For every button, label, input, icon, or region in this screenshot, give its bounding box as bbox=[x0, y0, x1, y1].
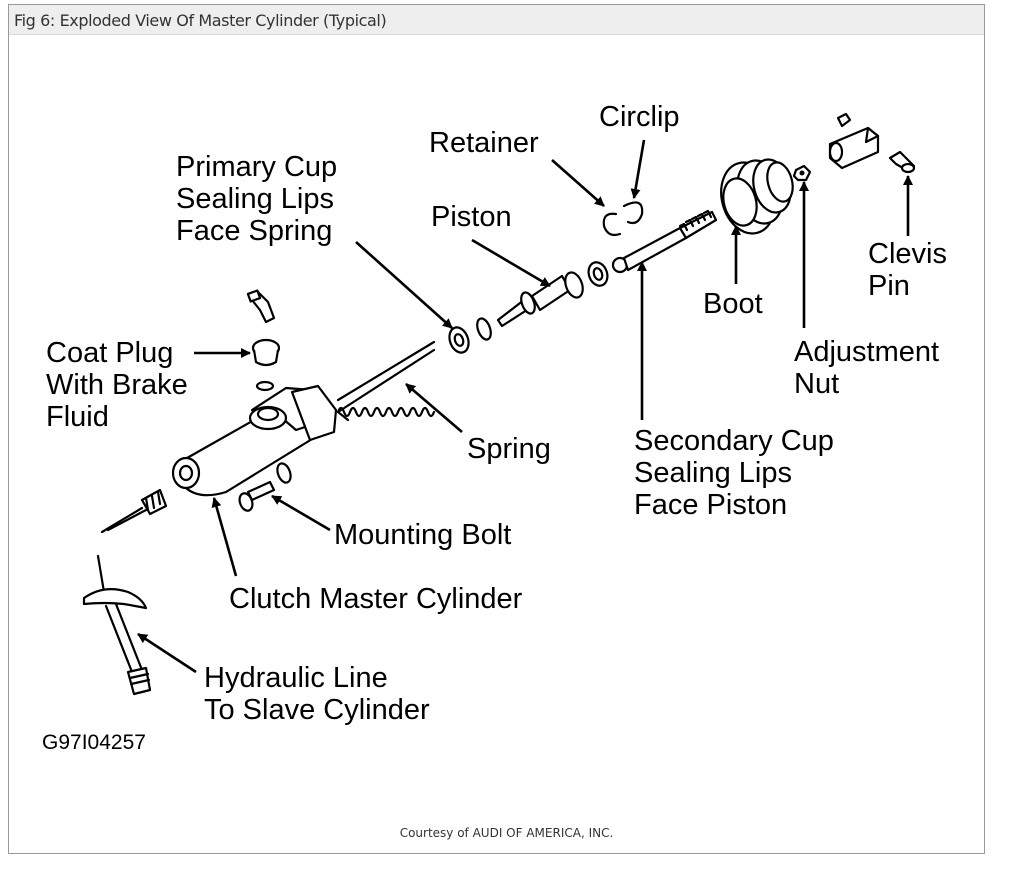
spring-label: Spring bbox=[467, 433, 551, 465]
adjustment-nut-part bbox=[792, 164, 812, 182]
primary-cup-label: Primary Cup Sealing Lips Face Spring bbox=[176, 151, 345, 247]
figure-credit: Courtesy of AUDI OF AMERICA, INC. bbox=[399, 826, 614, 840]
boot-part bbox=[720, 158, 794, 235]
push-rod-part bbox=[611, 209, 718, 274]
mounting-bolt-part bbox=[238, 480, 276, 512]
mounting-bolt-leader bbox=[271, 494, 331, 532]
spring-part bbox=[336, 340, 436, 422]
fluid-fitting-part bbox=[246, 289, 276, 324]
secondary-cup-part bbox=[587, 261, 609, 287]
leader-lines bbox=[137, 139, 913, 674]
clevis-part bbox=[828, 112, 880, 170]
coat-plug-label: Coat Plug With Brake Fluid bbox=[46, 337, 196, 433]
hydraulic-line-part bbox=[82, 554, 152, 696]
coat-plug-part bbox=[251, 338, 281, 392]
figure-frame: Fig 6: Exploded View Of Master Cylinder … bbox=[8, 4, 985, 854]
clutch-cylinder-leader bbox=[211, 497, 238, 577]
piston-label: Piston bbox=[431, 201, 512, 233]
circlip-leader bbox=[630, 139, 646, 199]
washer-part bbox=[476, 317, 492, 341]
primary-cup-part bbox=[448, 326, 470, 354]
retainer-leader bbox=[551, 159, 605, 207]
spring-leader bbox=[405, 383, 463, 433]
clevis-pin-part bbox=[888, 150, 916, 174]
hydraulic-line-label: Hydraulic Line To Slave Cylinder bbox=[204, 662, 430, 726]
hose-fitting-part bbox=[100, 488, 168, 534]
piston-part bbox=[496, 271, 584, 328]
mounting-bolt-label: Mounting Bolt bbox=[334, 519, 511, 551]
circlip-label: Circlip bbox=[599, 101, 680, 133]
boot-label: Boot bbox=[703, 288, 763, 320]
retainer-part bbox=[602, 212, 622, 237]
retainer-label: Retainer bbox=[429, 127, 539, 159]
adjustment-nut-label: Adjustment Nut bbox=[794, 336, 947, 400]
body-seal-ring-part bbox=[276, 462, 292, 484]
hydraulic-line-leader bbox=[137, 632, 197, 674]
circlip-part bbox=[622, 201, 644, 225]
figure-title: Fig 6: Exploded View Of Master Cylinder … bbox=[14, 11, 387, 30]
figure-code: G97I04257 bbox=[42, 731, 146, 754]
master-cylinder-body-part bbox=[171, 384, 338, 497]
primary-cup-leader bbox=[355, 241, 453, 329]
piston-leader bbox=[471, 238, 551, 288]
clutch-master-cylinder-label: Clutch Master Cylinder bbox=[229, 583, 523, 615]
clevis-pin-label: Clevis Pin bbox=[868, 238, 955, 302]
secondary-cup-label: Secondary Cup Sealing Lips Face Piston bbox=[634, 425, 842, 521]
figure-title-bar: Fig 6: Exploded View Of Master Cylinder … bbox=[9, 5, 984, 35]
